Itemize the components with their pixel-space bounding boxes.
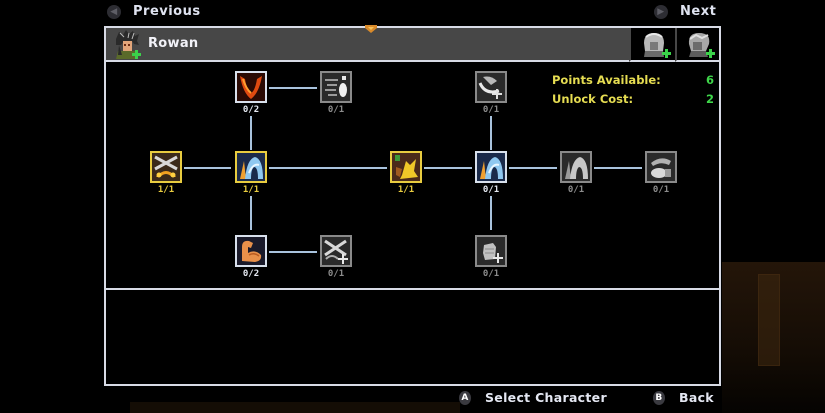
skill-rank: 0/1 — [482, 269, 500, 279]
next-label: Next — [680, 4, 717, 19]
character-header: Rowan — [106, 25, 719, 62]
next-button[interactable]: ▶ Next — [654, 4, 716, 19]
skill-rank: 0/1 — [567, 185, 585, 195]
character-portrait-3-icon — [688, 33, 710, 57]
background-floor — [130, 402, 460, 413]
skill-rank: 0/1 — [482, 185, 500, 195]
fist-plus-icon — [477, 237, 505, 265]
skill-link — [269, 251, 317, 253]
skill-link — [594, 167, 642, 169]
skill-link — [250, 116, 252, 150]
back-label: Back — [679, 390, 714, 405]
skill-node-ice-wave-3[interactable]: 0/1 — [560, 151, 592, 195]
skill-link — [269, 167, 387, 169]
skill-node-claw-swipe-plus[interactable]: 0/1 — [475, 71, 507, 115]
skill-node-fire-claw[interactable]: 0/2 — [235, 71, 267, 115]
skill-node-crossed-axes[interactable]: 1/1 — [150, 151, 182, 195]
character-tab-2[interactable] — [629, 28, 675, 62]
character-portrait-2-icon — [644, 33, 664, 57]
skill-rank: 0/2 — [242, 105, 260, 115]
skill-tree-panel: Rowan Poi — [104, 25, 721, 386]
back-button[interactable]: B Back — [653, 390, 714, 405]
crossed-axes-icon — [152, 153, 180, 181]
skill-rank: 1/1 — [397, 185, 415, 195]
character-name: Rowan — [148, 36, 199, 51]
ice-wave-icon — [237, 153, 265, 181]
rowan-portrait-icon[interactable] — [110, 29, 144, 59]
L-button-icon: ◀ — [107, 4, 121, 19]
R-button-icon: ▶ — [654, 4, 668, 19]
crossed-bones-plus-icon — [322, 237, 350, 265]
unlock-cost-value: 2 — [705, 92, 714, 106]
plus-icon — [706, 49, 715, 58]
skill-link — [184, 167, 231, 169]
skill-tree: Points Available: 6 Unlock Cost: 2 — [106, 62, 719, 288]
skill-node-fist-plus[interactable]: 0/1 — [475, 235, 507, 279]
select-character-button[interactable]: A Select Character — [459, 390, 607, 405]
skill-rank: 0/1 — [327, 269, 345, 279]
skill-node-golden-beast[interactable]: 1/1 — [390, 151, 422, 195]
ice-wave-icon — [562, 153, 590, 181]
select-character-label: Select Character — [485, 390, 607, 405]
skill-rank: 1/1 — [242, 185, 260, 195]
flexed-arm-icon — [237, 237, 265, 265]
skill-rank: 0/1 — [327, 105, 345, 115]
skill-link — [424, 167, 472, 169]
background-dungeon-wall — [722, 262, 825, 413]
skill-node-dash-strike[interactable]: 0/1 — [320, 71, 352, 115]
skill-link — [250, 196, 252, 230]
skill-node-crossed-bones-plus[interactable]: 0/1 — [320, 235, 352, 279]
skill-rank: 0/2 — [242, 269, 260, 279]
skill-description-panel — [106, 290, 719, 384]
points-available-label: Points Available: — [552, 73, 661, 87]
B-button-icon: B — [653, 390, 665, 405]
dash-strike-icon — [322, 73, 350, 101]
selection-marker-icon — [365, 25, 377, 33]
A-button-icon: A — [459, 390, 471, 405]
points-available-value: 6 — [705, 73, 714, 87]
fire-claw-icon — [237, 73, 265, 101]
golden-beast-icon — [392, 153, 420, 181]
previous-button[interactable]: ◀ Previous — [107, 4, 201, 19]
ice-wave-icon — [477, 153, 505, 181]
points-panel: Points Available: 6 Unlock Cost: 2 — [552, 71, 714, 109]
skill-link — [490, 116, 492, 150]
skill-rank: 0/1 — [652, 185, 670, 195]
skill-node-ice-wave[interactable]: 1/1 — [235, 151, 267, 195]
character-tab-3[interactable] — [675, 28, 719, 62]
skill-node-ice-wave-2[interactable]: 0/1 — [475, 151, 507, 195]
skill-link — [490, 196, 492, 230]
claw-swipe-plus-icon — [477, 73, 505, 101]
skill-link — [269, 87, 317, 89]
unlock-cost-label: Unlock Cost: — [552, 92, 634, 106]
unlock-cost-row: Unlock Cost: 2 — [552, 90, 714, 109]
plus-icon — [662, 49, 671, 58]
skill-rank: 1/1 — [157, 185, 175, 195]
panel-divider — [106, 288, 719, 290]
skill-node-helmet-rest[interactable]: 0/1 — [645, 151, 677, 195]
skill-link — [509, 167, 557, 169]
points-available-row: Points Available: 6 — [552, 71, 714, 90]
skill-node-muscle-arm[interactable]: 0/2 — [235, 235, 267, 279]
skill-rank: 0/1 — [482, 105, 500, 115]
previous-label: Previous — [133, 4, 201, 19]
helmet-icon — [647, 153, 675, 181]
